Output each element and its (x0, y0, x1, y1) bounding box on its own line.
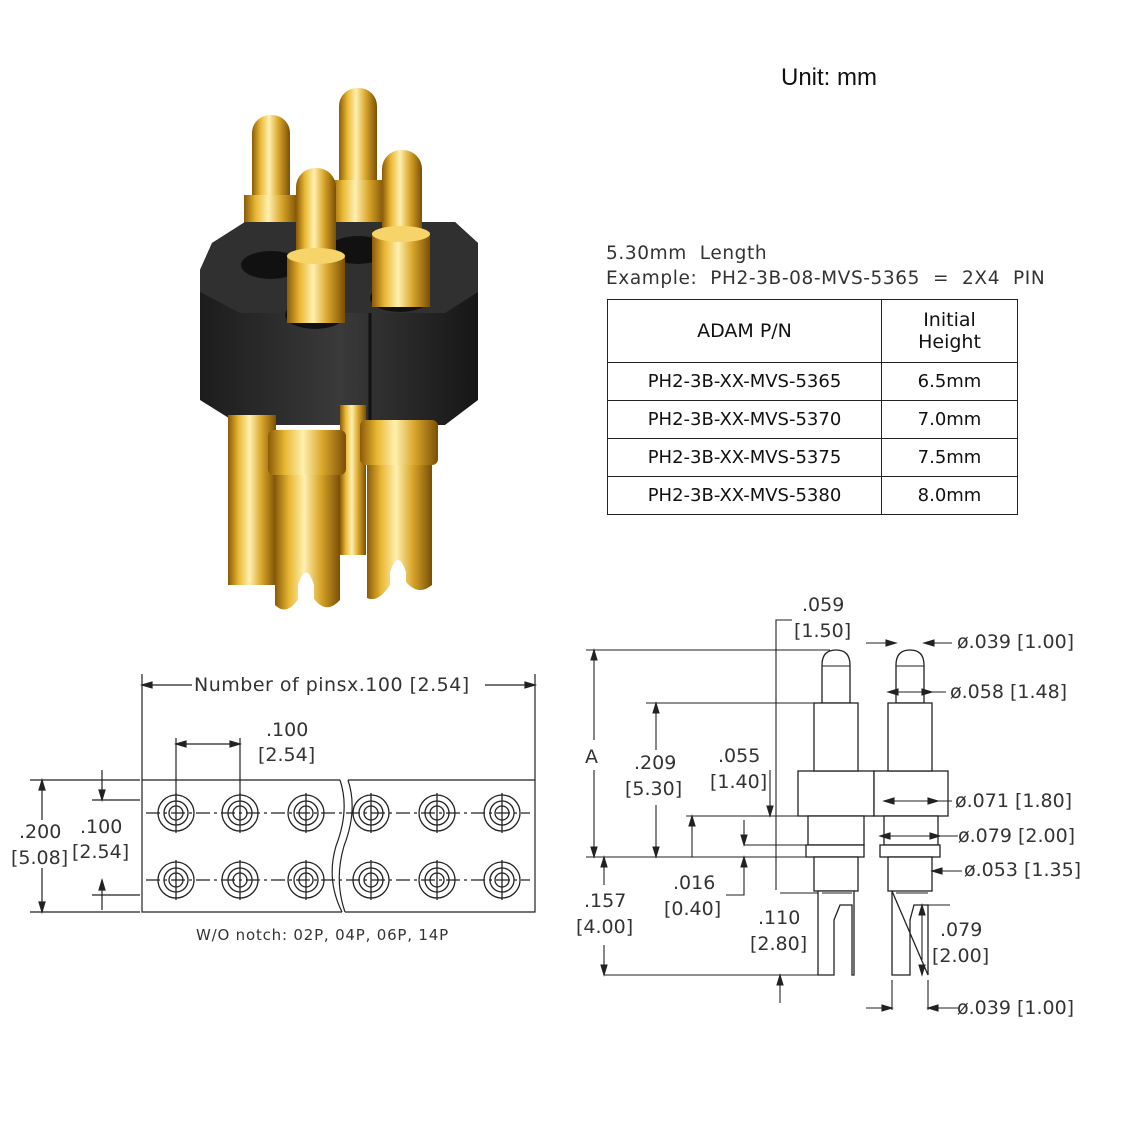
collar-diameter-small: ø.071 [1.80] (955, 790, 1072, 812)
table-cell-pn: PH2-3B-XX-MVS-5365 (607, 362, 882, 401)
pad (157, 793, 195, 833)
table-cell-height: 6.5mm (881, 362, 1018, 401)
connector-product-image (200, 88, 478, 610)
pitch-mm: [2.54] (258, 744, 315, 766)
part-number-table: ADAM P/N Initial Height PH2-3B-XX-MVS-53… (607, 299, 1018, 515)
header-part-number: ADAM P/N (607, 299, 882, 363)
pad (418, 860, 456, 900)
height-inch: .200 (19, 821, 61, 843)
rear-tails (228, 405, 366, 585)
unit-label: Unit: mm (781, 64, 877, 91)
tip-width-mm: [1.50] (794, 620, 851, 642)
front-right-pin (372, 150, 430, 307)
table-cell-height: 7.5mm (881, 438, 1018, 477)
table-row: PH2-3B-XX-MVS-5365 6.5mm (607, 362, 1018, 401)
front-left-pin (287, 168, 345, 323)
table-cell-height: 8.0mm (881, 476, 1018, 515)
example-spec: Example: PH2-3B-08-MVS-5365 = 2X4 PIN (606, 268, 1046, 289)
front-left-tail (268, 430, 346, 610)
pitch-inch: .100 (266, 719, 308, 741)
pad (287, 793, 325, 833)
plunger-diameter: ø.039 [1.00] (957, 631, 1074, 653)
table-row: PH2-3B-XX-MVS-5380 8.0mm (607, 476, 1018, 515)
tail-end-diameter: ø.039 [1.00] (957, 997, 1074, 1019)
dimension-a: A (585, 746, 598, 768)
footprint-pads (157, 793, 521, 900)
table-cell-pn: PH2-3B-XX-MVS-5380 (607, 476, 882, 515)
front-right-tail (360, 420, 438, 600)
table-row: PH2-3B-XX-MVS-5375 7.5mm (607, 438, 1018, 477)
pad (221, 793, 259, 833)
tip-width-inch: .059 (802, 594, 844, 616)
header-height-line2: Height (918, 331, 981, 353)
collar-thickness-mm: [0.40] (664, 898, 721, 920)
length-spec: 5.30mm Length (606, 243, 768, 264)
footprint-width-label: Number of pinsx.100 [2.54] (194, 674, 470, 696)
tail-tip-inch: .079 (940, 919, 982, 941)
header-initial-height: Initial Height (881, 299, 1018, 363)
collar-diameter-large: ø.079 [2.00] (958, 825, 1075, 847)
height-mm: [5.08] (11, 847, 68, 869)
barrel-diameter: ø.058 [1.48] (950, 681, 1067, 703)
pad (483, 860, 521, 900)
insulator-mm: [1.40] (710, 771, 767, 793)
table-cell-pn: PH2-3B-XX-MVS-5370 (607, 400, 882, 439)
row-pitch-inch: .100 (80, 816, 122, 838)
tail-length-inch: .157 (584, 890, 626, 912)
tail-diameter: ø.053 [1.35] (964, 859, 1081, 881)
profile-drawing: A .059 [1.50] ø.039 [1.00] ø.058 [1.48] … (576, 594, 1081, 1019)
collar-thickness-inch: .016 (673, 872, 715, 894)
row-pitch-mm: [2.54] (72, 841, 129, 863)
notch-note: W/O notch: 02P, 04P, 06P, 14P (196, 926, 449, 944)
table-row: PH2-3B-XX-MVS-5370 7.0mm (607, 400, 1018, 439)
pad (418, 793, 456, 833)
pad (287, 860, 325, 900)
footprint-drawing: Number of pinsx.100 [2.54] .100 [2.54] .… (11, 674, 538, 944)
slot-mm: [2.80] (750, 933, 807, 955)
pad (352, 793, 390, 833)
slot-inch: .110 (758, 907, 800, 929)
pad (483, 793, 521, 833)
insulator-inch: .055 (718, 745, 760, 767)
tail-length-mm: [4.00] (576, 916, 633, 938)
length-mm: [5.30] (625, 778, 682, 800)
pad (157, 860, 195, 900)
table-cell-pn: PH2-3B-XX-MVS-5375 (607, 438, 882, 477)
pad (221, 860, 259, 900)
tail-tip-mm: [2.00] (932, 945, 989, 967)
table-header-row: ADAM P/N Initial Height (607, 299, 1018, 363)
header-height-line1: Initial (923, 309, 976, 331)
length-inch: .209 (634, 752, 676, 774)
table-cell-height: 7.0mm (881, 400, 1018, 439)
pad (352, 860, 390, 900)
